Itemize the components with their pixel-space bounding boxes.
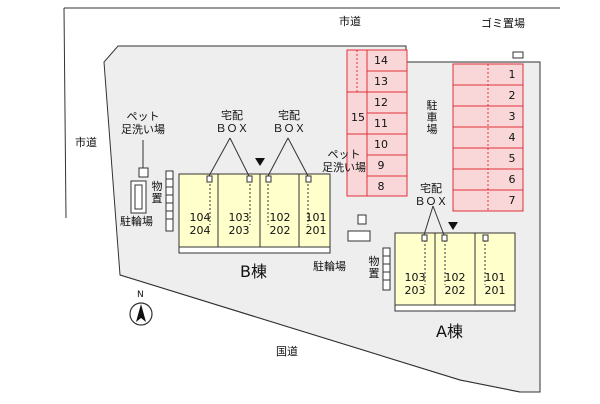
pet-wash-b-label: ペット 足洗い場 xyxy=(121,110,165,136)
unit-a-102: 102 xyxy=(444,271,466,284)
unit-b-102: 102 xyxy=(269,211,291,224)
unit-a-103: 103 xyxy=(404,271,426,284)
unit-b-103: 103 xyxy=(228,211,250,224)
compass-icon xyxy=(129,302,153,326)
parking-space: 8 xyxy=(377,180,385,193)
building-a-shape xyxy=(394,205,516,312)
building-a-name: A棟 xyxy=(436,322,463,341)
national-road-label: 国道 xyxy=(276,345,298,358)
building-b-shape xyxy=(178,137,331,254)
parking-space: 9 xyxy=(377,159,385,172)
unit-a-201: 201 xyxy=(484,284,506,297)
city-road-left-label: 市道 xyxy=(75,136,97,149)
parking-space: 4 xyxy=(508,131,516,144)
pet-wash-a-label: ペット 足洗い場 xyxy=(322,148,366,174)
bike-rack-b xyxy=(165,170,174,232)
garbage-label: ゴミ置場 xyxy=(481,17,525,30)
unit-a-202: 202 xyxy=(444,284,466,297)
national-road-edge xyxy=(119,274,521,393)
bike-rack-a xyxy=(382,247,391,291)
unit-b-101: 101 xyxy=(305,211,327,224)
unit-b-104: 104 xyxy=(189,211,211,224)
parking-space: 10 xyxy=(374,138,388,151)
unit-b-204: 204 xyxy=(189,224,211,237)
parking-space: 11 xyxy=(374,117,388,130)
delivery-box-a-label: 宅配 ＢＯＸ xyxy=(414,182,448,208)
storage-b-label: 物 置 xyxy=(151,180,163,205)
parking-space: 7 xyxy=(508,194,516,207)
unit-a-203: 203 xyxy=(404,284,426,297)
unit-a-101: 101 xyxy=(484,271,506,284)
parking-left-column xyxy=(346,49,408,197)
bicycle-b-label: 駐輪場 xyxy=(120,215,153,228)
parking-space: 13 xyxy=(374,75,388,88)
parking-space: 12 xyxy=(374,96,388,109)
parking-space: 1 xyxy=(508,68,516,81)
parking-right-column xyxy=(452,63,524,212)
parking-space: 3 xyxy=(508,110,516,123)
storage-a-label: 物 置 xyxy=(368,255,380,280)
parking-space: 2 xyxy=(508,89,516,102)
storage-b xyxy=(130,180,147,214)
delivery-box-b1-label: 宅配 ＢＯＸ xyxy=(215,109,249,135)
pet-wash-a-box xyxy=(357,214,367,225)
garbage-box xyxy=(512,51,524,59)
road-edge-left xyxy=(63,7,67,219)
compass-north-label: N xyxy=(137,290,144,300)
unit-b-201: 201 xyxy=(305,224,327,237)
building-b-name: B棟 xyxy=(240,262,267,281)
city-road-top-label: 市道 xyxy=(339,15,361,28)
pet-wash-b-box xyxy=(138,167,149,178)
unit-b-202: 202 xyxy=(269,224,291,237)
parking-space: 14 xyxy=(374,54,388,67)
storage-a-box xyxy=(347,230,371,242)
unit-b-203: 203 xyxy=(228,224,250,237)
parking-label: 駐 車 場 xyxy=(426,99,438,136)
parking-space: 6 xyxy=(508,173,516,186)
parking-space: 15 xyxy=(351,111,365,124)
delivery-box-b2-label: 宅配 ＢＯＸ xyxy=(272,109,306,135)
parking-space: 5 xyxy=(508,152,516,165)
bicycle-a-label: 駐輪場 xyxy=(313,260,346,273)
